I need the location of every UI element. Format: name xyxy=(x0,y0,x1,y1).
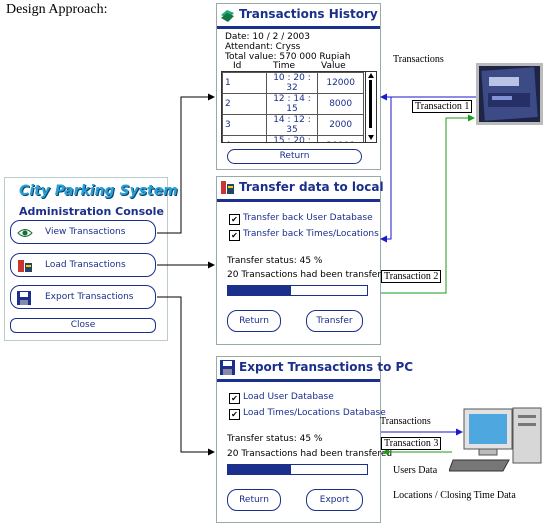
transfer-screen: Transfer data to local ✔ Transfer back U… xyxy=(216,176,392,345)
cell-value: 2000 xyxy=(317,114,364,136)
col-id: Id xyxy=(233,61,242,71)
transfer-action-button[interactable]: Transfer xyxy=(306,310,363,332)
transfer-check-2-label: Transfer back Times/Locations xyxy=(243,229,379,239)
transfer-title-bar: Transfer data to local xyxy=(217,177,384,202)
cell-id: 4 xyxy=(222,135,267,142)
console-logo: City Parking System xyxy=(19,183,178,199)
export-transactions-label: Export Transactions xyxy=(45,292,134,302)
export-progress xyxy=(227,464,368,475)
export-screen: Export Transactions to PC ✔ Load User Da… xyxy=(216,356,413,523)
cell-time: 14 : 12 : 35 xyxy=(265,114,319,136)
view-transactions-label: View Transactions xyxy=(45,227,126,237)
transfer-progress-fill xyxy=(228,286,291,295)
transfer-status: Transfer status: 45 % xyxy=(227,256,323,266)
transfer-to-card-arrow xyxy=(381,114,475,294)
transfer-check-1[interactable]: ✔ xyxy=(229,214,240,225)
table-row[interactable]: 415 : 20 : 2420000 xyxy=(222,135,364,142)
card-to-transfer-arrow xyxy=(380,96,476,243)
export-status: Transfer status: 45 % xyxy=(227,434,323,444)
label-transactions-pc: Transactions xyxy=(380,416,431,427)
col-value: Value xyxy=(321,61,346,71)
load-transactions-button[interactable]: Load Transactions xyxy=(10,253,156,277)
export-title-bar: Export Transactions to PC xyxy=(217,357,413,382)
label-transaction-3: Transaction 3 xyxy=(381,437,442,450)
export-check-2[interactable]: ✔ xyxy=(229,409,240,420)
cell-value: 20000 xyxy=(317,135,364,142)
cell-id: 3 xyxy=(222,114,267,136)
export-title: Export Transactions to PC xyxy=(239,360,414,374)
export-check-1-label: Load User Database xyxy=(243,392,334,402)
label-transactions-top: Transactions xyxy=(393,54,444,65)
label-transaction-2: Transaction 2 xyxy=(381,270,442,283)
export-transactions-button[interactable]: Export Transactions xyxy=(10,285,156,309)
stack-icon xyxy=(220,7,235,22)
cell-time: 12 : 14 : 15 xyxy=(265,93,319,115)
transfer-check-2[interactable]: ✔ xyxy=(229,230,240,241)
col-time: Time xyxy=(273,61,296,71)
history-total: Total value: 570 000 Rupiah xyxy=(225,52,351,62)
page-heading: Design Approach: xyxy=(6,2,108,17)
label-users-data: Users Data xyxy=(393,465,438,476)
export-count: 20 Transactions had been transfered xyxy=(227,449,393,459)
transfer-return-button[interactable]: Return xyxy=(227,310,281,332)
transfer-title: Transfer data to local xyxy=(239,180,384,194)
transfer-icon xyxy=(17,259,33,276)
transfer-count: 20 Transactions had been transfered xyxy=(227,270,393,280)
cell-time: 10 : 20 : 32 xyxy=(265,72,319,94)
load-transactions-label: Load Transactions xyxy=(45,260,126,270)
floppy-icon xyxy=(17,291,31,308)
export-progress-fill xyxy=(228,465,291,474)
floppy-icon xyxy=(220,360,235,375)
admin-console: City Parking System Administration Conso… xyxy=(4,177,178,341)
history-return-button[interactable]: Return xyxy=(227,149,362,164)
console-subtitle: Administration Console xyxy=(19,205,164,218)
scroll-thumb[interactable] xyxy=(369,80,372,128)
table-scrollbar[interactable] xyxy=(365,72,376,142)
cell-value: 12000 xyxy=(317,72,364,94)
history-attendant: Attendant: Cryss xyxy=(225,42,301,52)
smartcard-icon xyxy=(476,63,543,125)
export-return-button[interactable]: Return xyxy=(227,489,281,511)
label-transaction-1: Transaction 1 xyxy=(412,100,473,113)
export-action-button[interactable]: Export xyxy=(306,489,363,511)
close-button[interactable]: Close xyxy=(10,318,156,333)
transfer-icon xyxy=(220,180,235,195)
history-title: Transactions History xyxy=(239,7,378,21)
scroll-down-icon[interactable] xyxy=(368,135,374,140)
eye-icon xyxy=(17,226,33,243)
cell-id: 2 xyxy=(222,93,267,115)
computer-icon xyxy=(448,405,546,473)
cell-id: 1 xyxy=(222,72,267,94)
transactions-history-screen: Transactions History Date: 10 / 2 / 2003… xyxy=(216,3,381,170)
cell-value: 8000 xyxy=(317,93,364,115)
view-transactions-button[interactable]: View Transactions xyxy=(10,220,156,244)
transfer-progress xyxy=(227,285,368,296)
transfer-check-1-label: Transfer back User Database xyxy=(243,213,373,223)
label-locations-data: Locations / Closing Time Data xyxy=(393,490,516,501)
export-check-2-label: Load Times/Locations Database xyxy=(243,408,386,418)
history-date: Date: 10 / 2 / 2003 xyxy=(225,32,310,42)
cell-time: 15 : 20 : 24 xyxy=(265,135,319,142)
history-title-bar: Transactions History xyxy=(217,4,380,29)
scroll-up-icon[interactable] xyxy=(368,73,374,78)
export-check-1[interactable]: ✔ xyxy=(229,393,240,404)
